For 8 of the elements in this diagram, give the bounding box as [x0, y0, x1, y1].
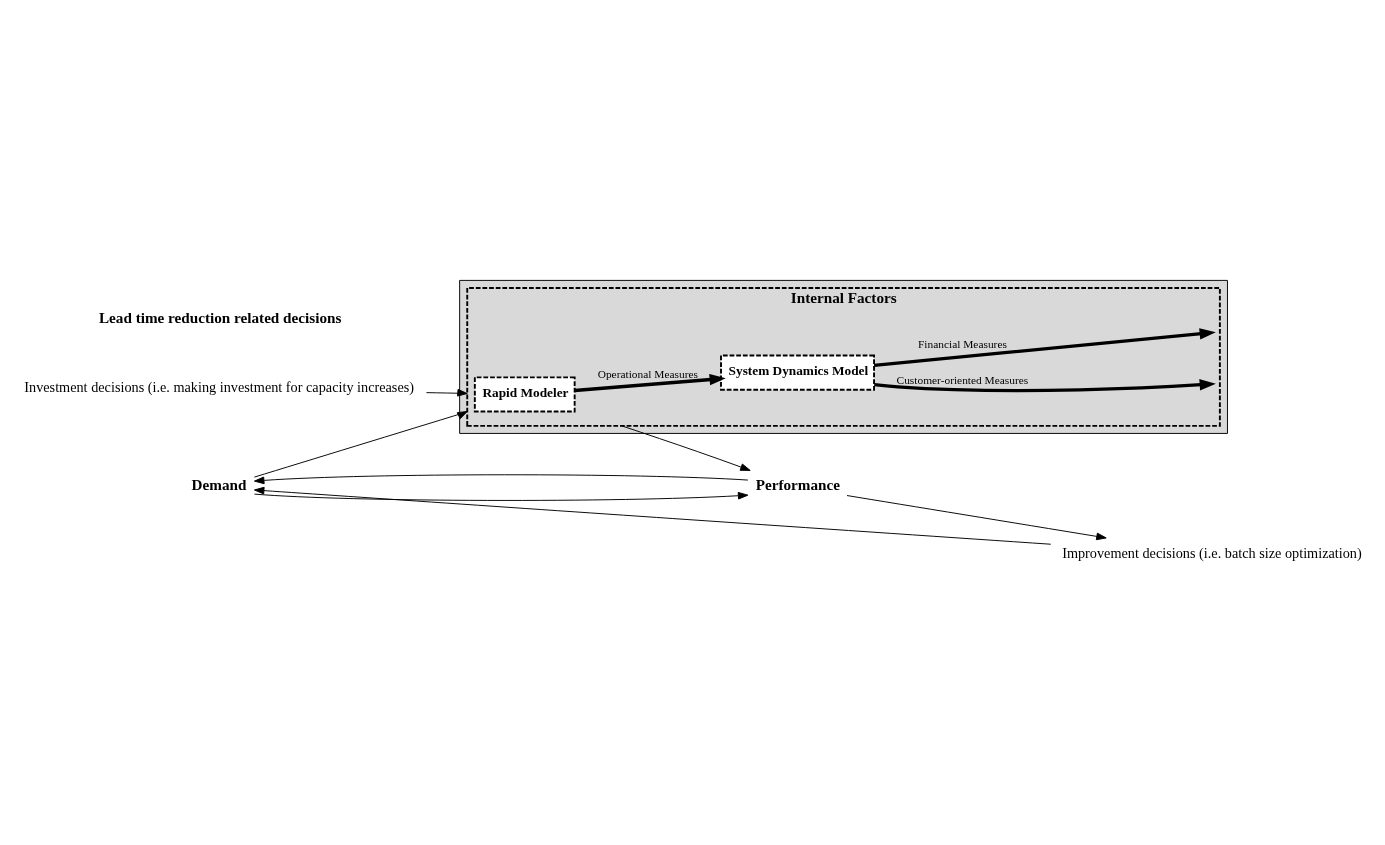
edge-label: Operational Measures: [597, 367, 698, 380]
label: Lead time reduction related decisions: [98, 308, 342, 326]
node-text: Improvement decisions (i.e. batch size optimization): [1062, 545, 1362, 562]
edge-label: Financial Measures: [917, 338, 1007, 351]
node-text: Performance: [755, 476, 841, 494]
edge-label: Customer-oriented Measures: [896, 373, 1029, 386]
node-text: Investment decisions (i.e. making investment for capacity increases): [24, 379, 415, 396]
node-text: Demand: [191, 476, 247, 494]
